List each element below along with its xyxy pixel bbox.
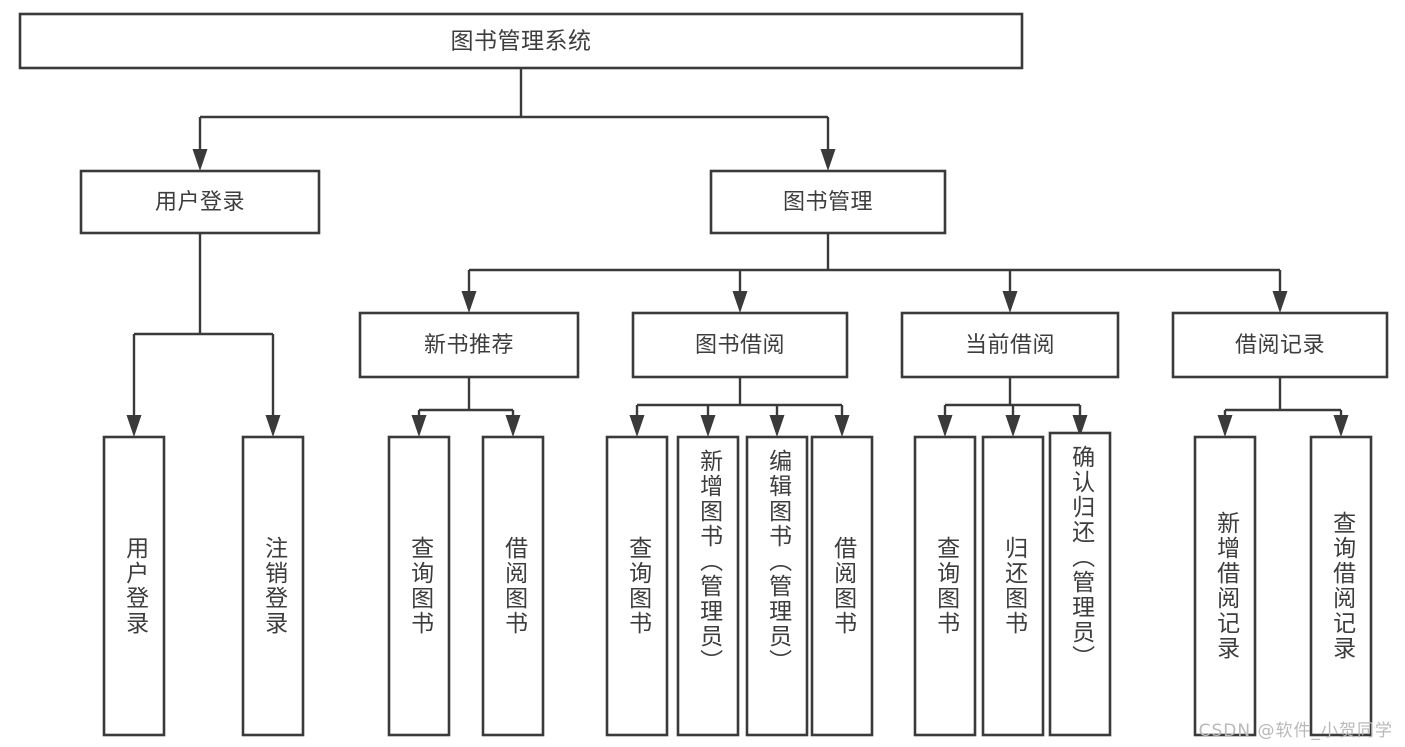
node-label-root: 图书管理系统 xyxy=(451,29,592,55)
node-box-leaf-8[interactable] xyxy=(913,435,977,737)
node-label-level3-1: 图书借阅 xyxy=(695,333,785,358)
node-label-level2-0: 用户登录 xyxy=(155,190,245,215)
node-label-level3-0: 新书推荐 xyxy=(424,333,514,358)
node-box-leaf-7[interactable] xyxy=(810,435,874,737)
node-box-leaf-11[interactable] xyxy=(1193,435,1257,737)
arrow-head-icon xyxy=(629,415,645,437)
node-label-level3-2: 当前借阅 xyxy=(965,333,1055,358)
arrow-head-icon xyxy=(1072,415,1088,437)
arrow-head-icon xyxy=(937,415,953,437)
node-box-level3-0[interactable] xyxy=(358,311,580,379)
node-box-level2-0[interactable] xyxy=(79,169,321,235)
node-box-leaf-5[interactable] xyxy=(676,435,740,737)
node-box-level2-1[interactable] xyxy=(709,169,947,235)
node-boxes-layer xyxy=(18,12,1389,737)
arrow-head-icon xyxy=(411,415,427,437)
arrow-head-icon xyxy=(265,415,281,437)
node-box-level3-1[interactable] xyxy=(631,311,849,379)
arrow-head-icon xyxy=(461,291,477,313)
arrow-head-icon xyxy=(505,415,521,437)
node-box-leaf-1[interactable] xyxy=(241,435,305,737)
arrow-head-icon xyxy=(1217,415,1233,437)
node-box-leaf-4[interactable] xyxy=(605,435,669,737)
node-box-root[interactable] xyxy=(18,12,1024,70)
node-box-leaf-3[interactable] xyxy=(481,435,545,737)
arrow-head-icon xyxy=(769,415,785,437)
arrow-head-icon xyxy=(700,415,716,437)
node-box-leaf-2[interactable] xyxy=(387,435,451,737)
arrow-head-icon xyxy=(126,415,142,437)
node-box-leaf-12[interactable] xyxy=(1309,435,1373,737)
node-label-level2-1: 图书管理 xyxy=(783,190,873,215)
arrow-head-icon xyxy=(1272,291,1288,313)
arrow-head-icon xyxy=(1333,415,1349,437)
node-box-leaf-9[interactable] xyxy=(981,435,1045,737)
arrow-head-icon xyxy=(192,149,208,171)
arrow-head-icon xyxy=(732,291,748,313)
node-label-level3-3: 借阅记录 xyxy=(1235,333,1325,358)
node-box-leaf-0[interactable] xyxy=(102,435,166,737)
arrow-head-icon xyxy=(1005,415,1021,437)
node-box-leaf-6[interactable] xyxy=(745,435,809,737)
arrow-head-icon xyxy=(1002,291,1018,313)
node-box-level3-2[interactable] xyxy=(900,311,1120,379)
arrow-head-icon xyxy=(820,149,836,171)
node-box-leaf-10[interactable] xyxy=(1048,431,1112,737)
arrow-head-icon xyxy=(834,415,850,437)
connectors-layer xyxy=(126,68,1349,437)
node-box-level3-3[interactable] xyxy=(1171,311,1389,379)
